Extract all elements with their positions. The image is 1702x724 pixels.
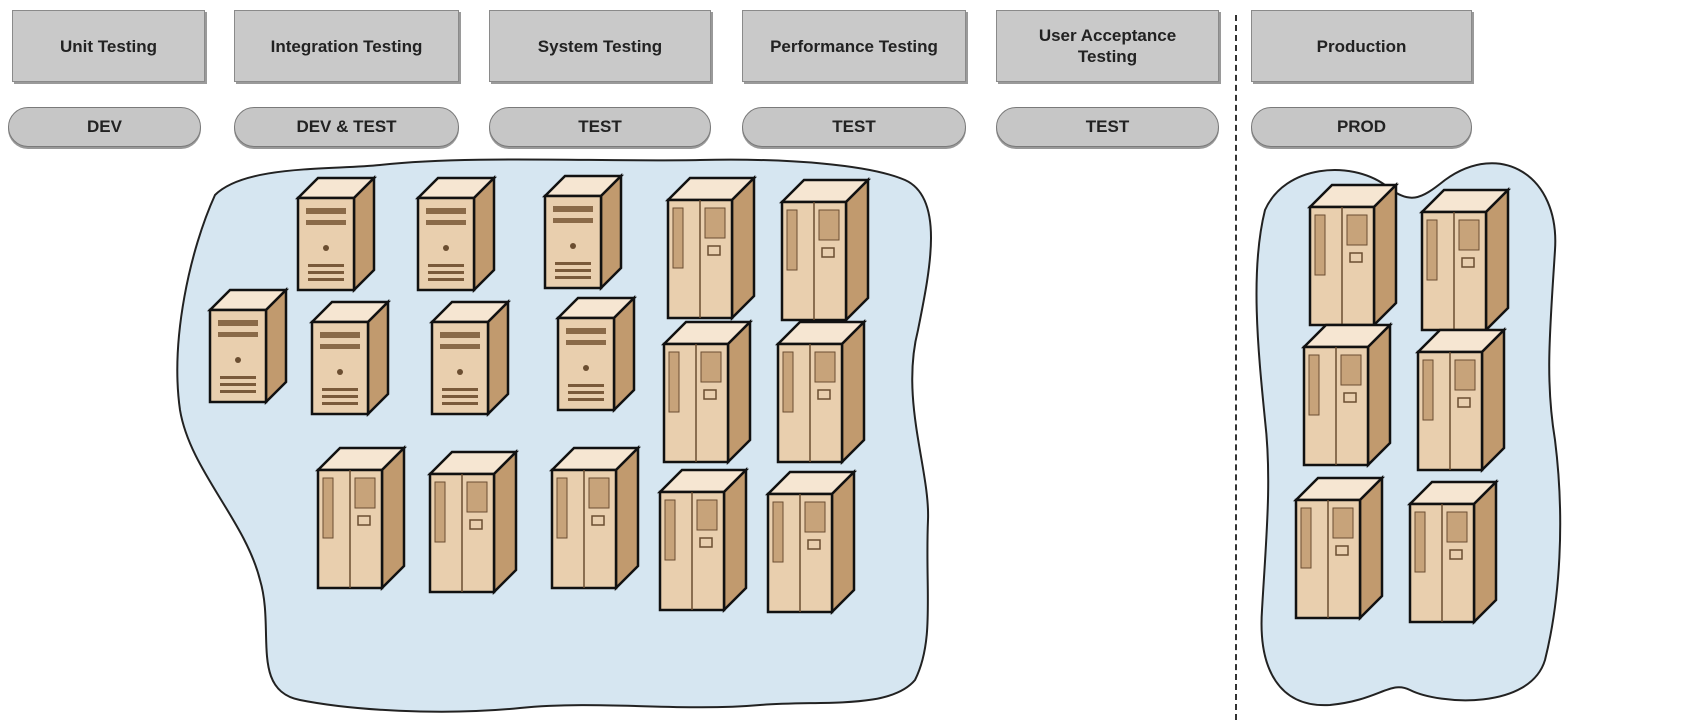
environment-separator: [1235, 15, 1237, 720]
stage-integration-testing: Integration Testing: [234, 10, 459, 82]
servers-group: [206, 172, 1512, 626]
rack-server-icon-6: [426, 448, 520, 596]
rack-server-icon-3: [660, 318, 754, 466]
env-test-system: TEST: [489, 107, 711, 147]
rack-server-icon-4: [774, 318, 868, 466]
tower-server-icon-6: [428, 298, 512, 418]
tower-server-icon-5: [308, 298, 392, 418]
prod-rack-server-icon-1: [1306, 181, 1400, 329]
prod-rack-server-icon-2: [1418, 186, 1512, 334]
rack-server-icon-7: [548, 444, 642, 592]
tower-server-icon-1: [294, 174, 378, 294]
tower-server-icon-3: [541, 172, 625, 292]
env-dev-and-test: DEV & TEST: [234, 107, 459, 147]
rack-server-icon-1: [664, 174, 758, 322]
tower-server-icon-2: [414, 174, 498, 294]
rack-server-icon-9: [764, 468, 858, 616]
prod-rack-server-icon-3: [1300, 321, 1394, 469]
production-cloud: [1255, 162, 1562, 707]
tower-server-icon-7: [554, 294, 638, 414]
stage-performance-testing: Performance Testing: [742, 10, 966, 82]
env-test-uat: TEST: [996, 107, 1219, 147]
tower-server-icon-4: [206, 286, 290, 406]
stage-production: Production: [1251, 10, 1472, 82]
env-test-performance: TEST: [742, 107, 966, 147]
rack-server-icon-8: [656, 466, 750, 614]
rack-server-icon-5: [314, 444, 408, 592]
prod-rack-server-icon-6: [1406, 478, 1500, 626]
prod-rack-server-icon-5: [1292, 474, 1386, 622]
stage-user-acceptance-testing: User Acceptance Testing: [996, 10, 1219, 82]
stage-system-testing: System Testing: [489, 10, 711, 82]
prod-rack-server-icon-4: [1414, 326, 1508, 474]
stage-unit-testing: Unit Testing: [12, 10, 205, 82]
env-dev: DEV: [8, 107, 201, 147]
env-prod: PROD: [1251, 107, 1472, 147]
rack-server-icon-2: [778, 176, 872, 324]
